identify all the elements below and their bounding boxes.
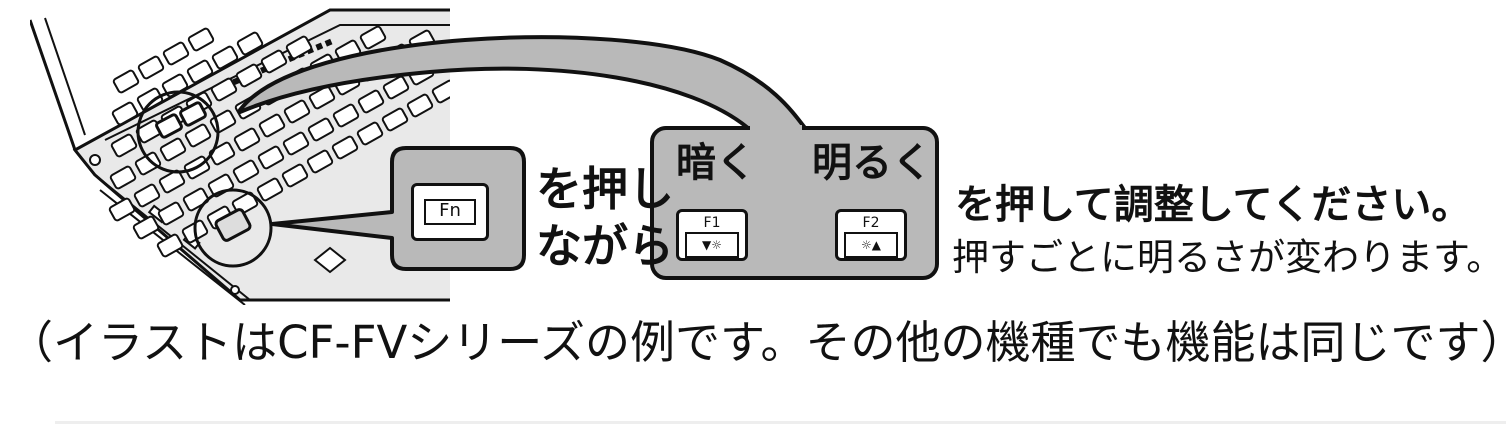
keyboard-key xyxy=(158,169,186,194)
keyboard-key xyxy=(159,137,187,162)
bright-label: 明るく xyxy=(812,140,932,186)
keyboard-key xyxy=(112,69,140,94)
keyboard-key xyxy=(285,35,313,60)
keyboard-key xyxy=(381,107,409,132)
keyboard-key xyxy=(210,77,238,102)
f1-f2-highlight-circle xyxy=(136,90,220,174)
press-while-line1: を押し xyxy=(536,162,674,216)
keyboard-key xyxy=(281,163,309,188)
keyboard-key xyxy=(182,187,210,212)
keyboard-key xyxy=(157,201,185,226)
f1-key-label: F1 xyxy=(703,215,721,231)
keyboard-key xyxy=(306,149,334,174)
keyboard-key xyxy=(232,159,260,184)
keyboard-key xyxy=(332,103,360,128)
keyboard-key xyxy=(137,55,165,80)
f2-key: F2 ☼▲ xyxy=(835,209,907,261)
keyboard-key xyxy=(256,177,284,202)
fn-key-label: Fn xyxy=(424,199,476,225)
keyboard-key xyxy=(134,151,162,176)
keyboard-key xyxy=(236,31,264,56)
keyboard-key xyxy=(211,45,239,70)
instruction-line2: 押すごとに明るさが変わります。 xyxy=(952,236,1504,279)
f1-key-symbol: ▼☼ xyxy=(685,232,739,258)
keyboard-key xyxy=(108,197,136,222)
keyboard-key xyxy=(233,127,261,152)
f1-key: F1 ▼☼ xyxy=(676,209,748,261)
keyboard-key xyxy=(308,85,336,110)
keyboard-key xyxy=(184,123,212,148)
keyboard-key xyxy=(357,89,385,114)
f2-key-symbol: ☼▲ xyxy=(844,232,898,258)
keyboard-key xyxy=(186,59,214,84)
keyboard-key xyxy=(356,121,384,146)
keyboard-key xyxy=(156,233,184,258)
keyboard-key xyxy=(258,113,286,138)
keyboard-key xyxy=(110,133,138,158)
keyboard-key xyxy=(382,75,410,100)
keyboard-key xyxy=(257,145,285,170)
keyboard-key xyxy=(235,63,263,88)
keyboard-key xyxy=(109,165,137,190)
press-while-line2: ながら xyxy=(536,219,674,273)
caption: （イラストはCF-FVシリーズの例です。その他の機種でも機能は同じです） xyxy=(8,316,1506,369)
keyboard-key xyxy=(136,87,164,112)
keyboard-key xyxy=(307,117,335,142)
keyboard-key xyxy=(359,25,387,50)
keyboard-key xyxy=(132,215,160,240)
keyboard-key xyxy=(133,183,161,208)
instruction-line1: を押して調整してください。 xyxy=(955,182,1472,228)
dark-label: 暗く xyxy=(676,140,756,186)
bottom-divider xyxy=(55,421,1506,424)
keyboard-key xyxy=(162,41,190,66)
keyboard-key xyxy=(282,131,310,156)
f2-key-label: F2 xyxy=(862,215,880,231)
keyboard-key xyxy=(406,93,434,118)
keyboard-key xyxy=(331,135,359,160)
keyboard-key xyxy=(187,27,215,52)
keyboard-key xyxy=(283,99,311,124)
keyboard-key xyxy=(260,49,288,74)
keyboard-key xyxy=(208,141,236,166)
fn-highlight-circle xyxy=(193,188,273,268)
keyboard-key xyxy=(111,101,139,126)
keyboard-key xyxy=(431,79,450,104)
fn-key: Fn xyxy=(411,183,489,241)
